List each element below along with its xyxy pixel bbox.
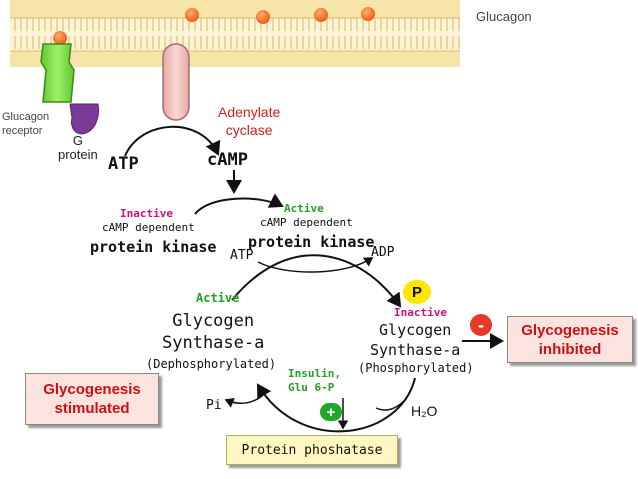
glycogen-synthase-active: Glycogen Synthase-a [162, 311, 265, 353]
water-label: H₂O [411, 403, 438, 419]
glucagon-receptor [40, 43, 75, 103]
atp-to-adp-arrow [257, 257, 374, 273]
camp-label: cAMP [207, 150, 248, 170]
glycogenesis-inhibited-box: Glycogenesis inhibited [507, 316, 633, 363]
adenylate-cyclase [162, 43, 190, 121]
camp-dependent-inactive: cAMP dependent [102, 221, 195, 234]
g-protein [69, 103, 99, 135]
atp-to-camp-arrow [124, 125, 221, 157]
atp-small-label: ATP [230, 248, 254, 263]
phosphorylation-arc [231, 254, 402, 308]
glycogen-synthase-inactive: Glycogen Synthase-a [370, 321, 461, 359]
glycogenesis-stimulated-box: Glycogenesis stimulated [25, 373, 159, 425]
protein-phosphatase-box: Protein phoshatase [226, 435, 398, 465]
protein-kinase-inactive: protein kinase [90, 238, 217, 256]
dephosphorylated-label: (Dephosphorylated) [146, 357, 277, 371]
atp-label: ATP [108, 154, 139, 174]
phosphorylated-label: (Phosphorylated) [358, 361, 474, 375]
glucagon-receptor-label: Glucagon receptor [2, 111, 50, 137]
g-protein-label: G protein [58, 133, 98, 162]
gs-inactive-label: Inactive [394, 306, 447, 319]
pk-activation-arrow [194, 193, 284, 215]
glucagon-molecules [53, 7, 375, 45]
water-arrow [375, 399, 406, 411]
minus-badge: - [470, 314, 492, 336]
pk-inactive-label: Inactive [120, 207, 173, 220]
pi-release-arrow [224, 395, 263, 408]
plus-badge: + [320, 403, 342, 421]
pi-label: Pi [206, 398, 222, 413]
insulin-glu6p-label: Insulin, Glu 6-P [288, 367, 341, 394]
phosphate-badge: P [403, 280, 431, 304]
adenylate-cyclase-label: Adenylate cyclase [218, 104, 281, 138]
glucagon-label: Glucagon [476, 9, 532, 24]
pk-active-label: Active [284, 202, 324, 215]
protein-kinase-active: protein kinase [248, 233, 375, 251]
adp-label: ADP [371, 245, 395, 260]
camp-dependent-active: cAMP dependent [260, 216, 353, 229]
cell-membrane [10, 0, 460, 67]
protein-phosphatase-text: Protein phoshatase [241, 442, 383, 458]
dephosphorylation-arc [256, 377, 416, 433]
gs-active-label: Active [196, 291, 240, 305]
